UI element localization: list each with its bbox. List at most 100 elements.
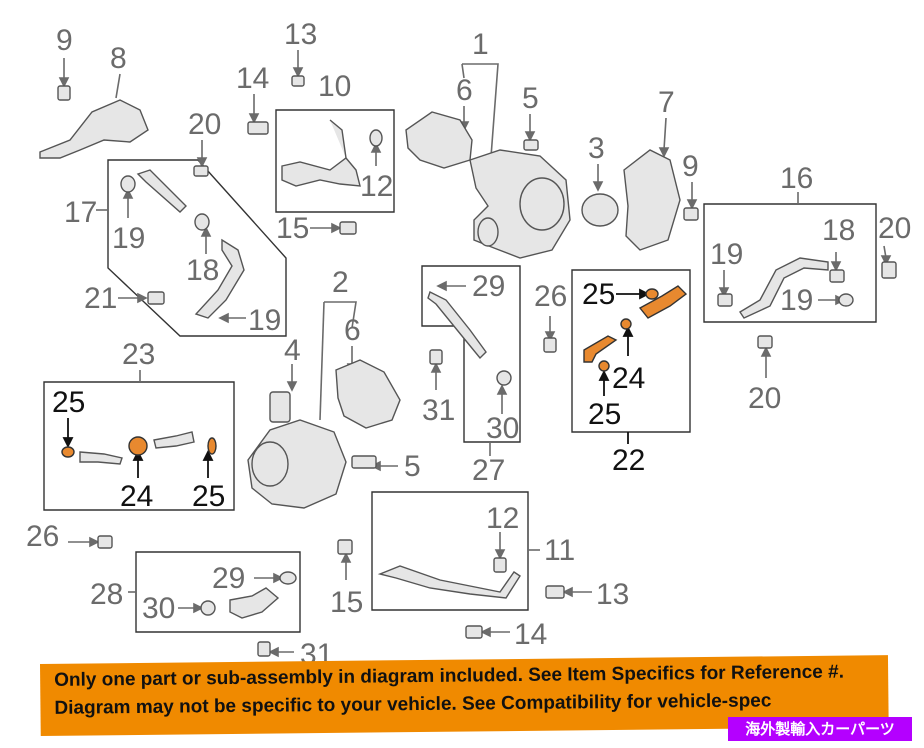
oil-tube-23 <box>79 451 123 465</box>
bolt-9-left <box>57 85 71 101</box>
turbocharger-1-inlet <box>519 177 565 231</box>
bolt-21 <box>147 291 165 305</box>
washer-19-right <box>838 293 854 307</box>
bracket-1 <box>462 63 499 171</box>
bolt-5-top <box>523 139 539 151</box>
group-box-22 <box>571 269 691 433</box>
callout-13-bottom: 13 <box>596 578 629 611</box>
callout-2: 2 <box>332 266 349 299</box>
callout-14-top: 14 <box>236 62 269 95</box>
oil-tube-22-lower <box>583 335 618 363</box>
stud-20-left <box>193 165 209 177</box>
callout-31-right: 31 <box>422 394 455 427</box>
bolt-14-top <box>247 121 269 135</box>
bracket-1-left <box>461 63 465 79</box>
callout-6-bottom: 6 <box>344 314 361 347</box>
bolt-14-bottom <box>465 625 483 639</box>
callout-9-right: 9 <box>682 150 699 183</box>
oil-fitting-23 <box>153 431 195 449</box>
callout-16: 16 <box>780 162 813 195</box>
gasket-30-bottom <box>200 600 216 616</box>
callout-20-right: 20 <box>878 212 911 245</box>
bolt-26-right <box>543 337 557 353</box>
turbocharger-2-inlet <box>251 441 289 487</box>
callout-5-bottom: 5 <box>404 450 421 483</box>
heat-shield-7 <box>623 149 681 251</box>
callout-4: 4 <box>284 334 301 367</box>
callout-26-right: 26 <box>534 280 567 313</box>
callout-20-bottom: 20 <box>748 382 781 415</box>
callout-29-bottom: 29 <box>212 562 245 595</box>
bolt-9-right <box>683 207 699 221</box>
callout-29-right: 29 <box>472 270 505 303</box>
fitting-12-bottom <box>493 557 507 573</box>
callout-26-left: 26 <box>26 520 59 553</box>
bushing-24-right <box>620 318 632 330</box>
leader-8 <box>115 73 121 99</box>
callout-19-bottom-left: 19 <box>248 304 281 337</box>
seal-25-right-a <box>645 288 659 300</box>
bolt-20-bottom <box>757 335 773 349</box>
coolant-line-17b <box>194 238 245 319</box>
gasket-29-bottom <box>279 571 297 585</box>
coolant-line-11 <box>377 565 521 599</box>
seal-25-right-b <box>598 360 610 372</box>
oil-fitting-28 <box>229 587 280 619</box>
bracket-2 <box>324 301 357 329</box>
fitting-18-left <box>194 213 210 231</box>
callout-9-left: 9 <box>56 24 73 57</box>
callout-3: 3 <box>588 132 605 165</box>
callout-25-left-b: 25 <box>192 480 225 513</box>
callout-19-box16-right: 19 <box>780 284 813 317</box>
callout-arrows-highlight <box>62 288 651 478</box>
group-box-10 <box>275 109 395 213</box>
callout-arrows <box>58 50 892 658</box>
callout-22: 22 <box>612 444 645 477</box>
oil-line-10 <box>281 157 361 187</box>
stud-31-bottom <box>257 641 271 657</box>
actuator-6-bottom <box>335 359 401 429</box>
callout-8: 8 <box>110 42 127 75</box>
callout-21: 21 <box>84 282 117 315</box>
callout-11: 11 <box>544 534 575 567</box>
gasket-30-right <box>496 370 512 386</box>
bolt-15-top <box>339 221 357 235</box>
callout-18-right: 18 <box>822 214 855 247</box>
heat-shield-8 <box>39 99 149 159</box>
callout-24-right: 24 <box>612 362 645 395</box>
group-box-17 <box>107 159 287 337</box>
callout-6-top: 6 <box>456 74 473 107</box>
gasket-3 <box>581 193 619 227</box>
oil-line-10-tube <box>329 119 347 159</box>
callout-23: 23 <box>122 338 155 371</box>
import-parts-badge: 海外製輸入カーパーツ <box>728 717 912 741</box>
nut-13-top <box>291 75 305 87</box>
stud-31-right <box>429 349 443 365</box>
part-shapes <box>39 75 897 657</box>
callout-12-top: 12 <box>360 170 393 203</box>
callout-1: 1 <box>472 28 489 61</box>
callout-25-right-bottom: 25 <box>588 398 621 431</box>
callout-7: 7 <box>658 86 675 119</box>
disclaimer-line-1: Only one part or sub-assembly in diagram… <box>54 661 845 691</box>
bolt-13-bottom <box>545 585 565 599</box>
seal-25-left-b <box>207 437 217 455</box>
callout-19-top-left: 19 <box>112 222 145 255</box>
group-box-28 <box>135 551 301 633</box>
disclaimer-line-2: Diagram may not be specific to your vehi… <box>54 690 772 719</box>
callout-25-left-a: 25 <box>52 386 85 419</box>
callout-30-right: 30 <box>486 412 519 445</box>
oil-line-17 <box>136 169 187 213</box>
washer-19-left <box>120 175 136 193</box>
bolt-26-left <box>97 535 113 549</box>
actuator-6-top <box>405 111 473 169</box>
callout-20-left: 20 <box>188 108 221 141</box>
callout-17: 17 <box>64 196 97 229</box>
callout-15-top: 15 <box>276 212 309 245</box>
group-box-11 <box>371 491 529 611</box>
callout-19-box16-left: 19 <box>710 238 743 271</box>
fitting-18-right <box>829 269 845 283</box>
fitting-19-right <box>717 293 733 307</box>
